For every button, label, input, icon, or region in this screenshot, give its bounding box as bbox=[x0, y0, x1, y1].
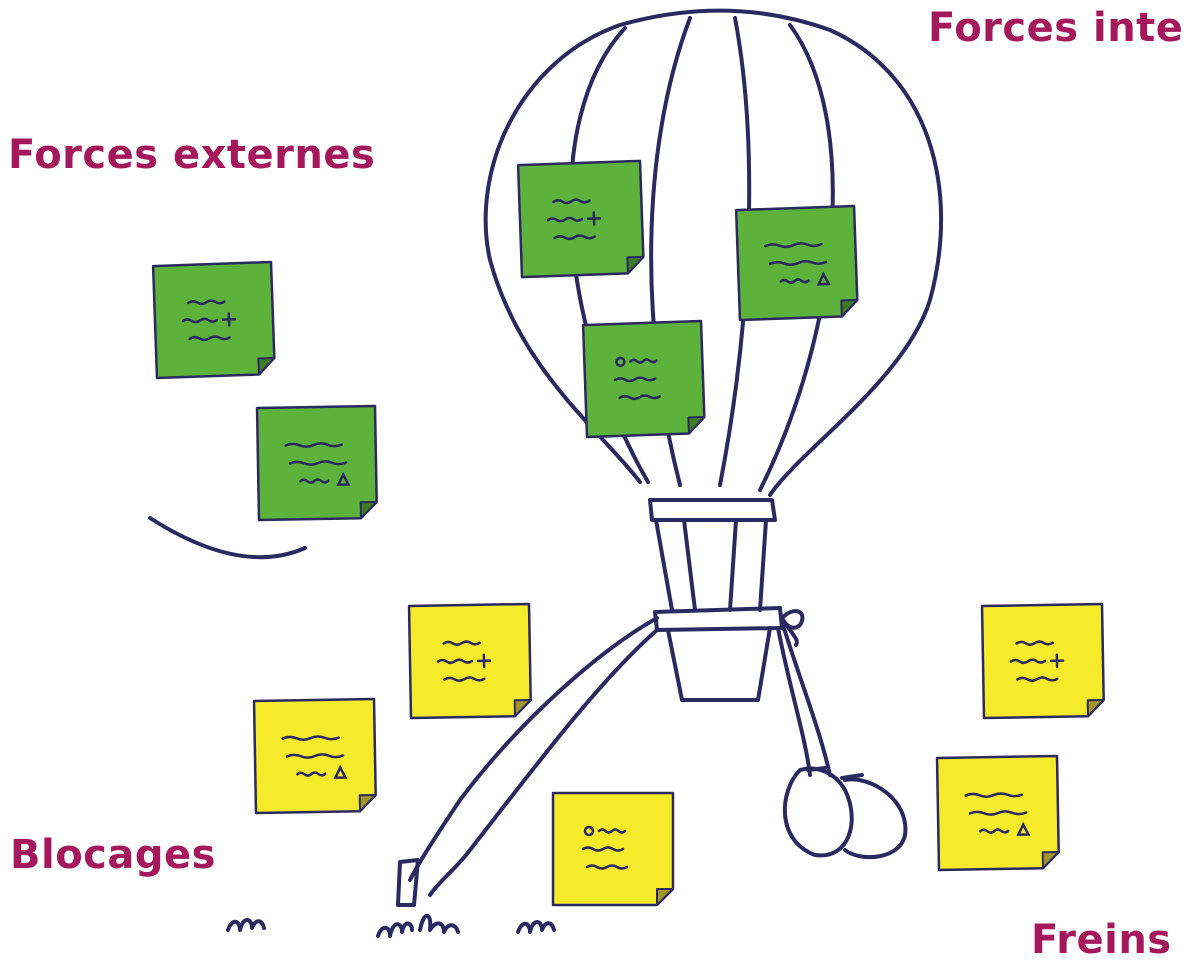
scribble-line bbox=[968, 810, 1028, 816]
scribble-line bbox=[187, 299, 226, 306]
sticky-note-fold bbox=[1086, 698, 1105, 718]
plus-icon bbox=[221, 312, 237, 327]
grass-tuft bbox=[226, 918, 266, 932]
scribble-line bbox=[964, 792, 1023, 798]
scribble-line bbox=[546, 216, 584, 223]
sticky-note-forces-internes-green bbox=[581, 319, 706, 439]
sticky-note-forces-externes-green bbox=[255, 404, 378, 522]
anchor-rope bbox=[408, 616, 659, 882]
sky-stroke bbox=[148, 516, 307, 560]
delta-icon bbox=[333, 764, 348, 779]
sticky-note-blocages-yellow bbox=[407, 602, 532, 720]
sticky-note-fold bbox=[687, 415, 706, 435]
sandbag-tie bbox=[806, 766, 864, 780]
sandbag bbox=[843, 777, 908, 860]
basket-rope bbox=[758, 518, 768, 612]
scribble-line bbox=[288, 460, 348, 466]
sticky-note-fold bbox=[840, 298, 859, 318]
scribble-line bbox=[284, 442, 343, 448]
scribble-line bbox=[299, 478, 330, 484]
circle-icon bbox=[615, 356, 626, 368]
anchor-rope bbox=[428, 628, 659, 897]
scribble-line bbox=[188, 335, 231, 342]
sticky-note-forces-internes-green bbox=[516, 159, 645, 279]
balloon-mouth-band bbox=[648, 498, 777, 522]
scribble-line bbox=[618, 394, 661, 401]
bow bbox=[780, 616, 799, 647]
sticky-note-paper bbox=[151, 260, 276, 380]
scribble-line bbox=[181, 317, 219, 324]
sticky-note-blocages-yellow bbox=[252, 697, 377, 815]
circle-icon bbox=[583, 825, 595, 837]
plus-icon bbox=[1049, 653, 1065, 669]
basket bbox=[666, 626, 772, 702]
scribble-line bbox=[779, 278, 810, 284]
scribble-line bbox=[613, 376, 657, 383]
scribble-line bbox=[1009, 658, 1047, 665]
scribble-line bbox=[581, 846, 625, 852]
label-blocages: Blocages bbox=[10, 832, 216, 878]
scribble-line bbox=[442, 640, 481, 646]
sticky-note-blocages-yellow bbox=[551, 791, 675, 907]
basket-rope bbox=[682, 518, 697, 612]
scribble-line bbox=[285, 753, 345, 759]
sticky-note-fold bbox=[626, 255, 645, 275]
sticky-note-forces-internes-green bbox=[734, 204, 859, 322]
delta-icon bbox=[816, 271, 831, 286]
scribble-line bbox=[768, 259, 828, 266]
grass-tuft bbox=[376, 913, 460, 938]
scribble-line bbox=[553, 234, 596, 241]
scribble-line bbox=[443, 676, 486, 682]
grass-tuft bbox=[516, 920, 556, 934]
sticky-note-freins-yellow bbox=[980, 602, 1105, 720]
scribble-line bbox=[552, 198, 591, 205]
delta-icon bbox=[1016, 821, 1031, 836]
scribble-line bbox=[1015, 640, 1054, 646]
sticky-note-freins-yellow bbox=[935, 754, 1060, 872]
sticky-note-fold bbox=[358, 793, 377, 813]
delta-icon bbox=[336, 471, 351, 486]
balloon-envelope bbox=[483, 8, 944, 497]
sandbag-rope bbox=[776, 626, 812, 777]
scribble-line bbox=[764, 242, 823, 249]
sticky-note-fold bbox=[513, 698, 532, 718]
sticky-note-forces-externes-green bbox=[151, 260, 276, 380]
label-forces-internes: Forces inte bbox=[928, 5, 1184, 51]
stake bbox=[396, 858, 420, 907]
scribble-line bbox=[629, 358, 658, 364]
basket-rim bbox=[653, 606, 784, 632]
sticky-note-fold bbox=[257, 356, 276, 376]
basket-rope bbox=[654, 518, 674, 612]
sandbag-rope bbox=[780, 620, 832, 777]
plus-icon bbox=[586, 211, 602, 226]
label-forces-externes: Forces externes bbox=[8, 132, 376, 178]
basket-rope bbox=[728, 518, 738, 612]
sandbag bbox=[782, 766, 854, 858]
scribble-line bbox=[296, 771, 327, 777]
scribble-line bbox=[281, 735, 340, 741]
scribble-line bbox=[597, 828, 627, 834]
label-freins: Freins bbox=[1031, 917, 1172, 963]
sticky-note-fold bbox=[1041, 850, 1060, 870]
sticky-note-fold bbox=[656, 888, 674, 906]
plus-icon bbox=[476, 653, 492, 669]
scribble-line bbox=[1016, 676, 1059, 682]
sticky-note-fold bbox=[359, 500, 378, 520]
scribble-line bbox=[979, 828, 1010, 834]
scribble-line bbox=[436, 658, 474, 665]
scribble-line bbox=[585, 864, 629, 870]
